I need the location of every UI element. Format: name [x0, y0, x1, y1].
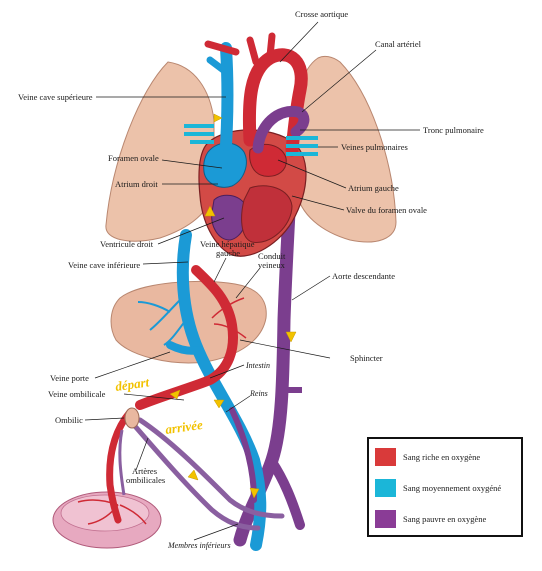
aorta-branch-1: [246, 36, 260, 66]
svc-branch: [206, 56, 230, 76]
superior-vena-cava: [220, 42, 234, 151]
flow-arrows: [169, 113, 297, 499]
label-ventricule-droit: Ventricule droit: [100, 239, 154, 249]
label-atrium-gauche: Atrium gauche: [348, 183, 399, 193]
pulmonary-vessels-left: [184, 124, 214, 144]
label-reins: Reins: [249, 389, 268, 398]
liver-vessels: [137, 299, 187, 346]
label-canal-arteriel: Canal artériel: [375, 39, 422, 49]
label-crosse-aortique: Crosse aortique: [295, 9, 348, 19]
label-veine-cave-inferieure: Veine cave inférieure: [68, 260, 140, 270]
label-aorte-descendante: Aorte descendante: [332, 271, 395, 281]
pulmonary-vessels-right: [286, 136, 318, 156]
umbilical-artery-2: [131, 422, 261, 531]
label-veine-hepatique-2: gauche: [216, 248, 240, 258]
label-ombilic: Ombilic: [55, 415, 83, 425]
placenta-vessels: [77, 499, 147, 525]
label-veine-cave-superieure: Veine cave supérieure: [18, 92, 93, 102]
leader-lines: [84, 21, 420, 541]
legend-swatch-red: [375, 448, 396, 466]
label-membres-inferieurs: Membres inférieurs: [167, 541, 231, 550]
inferior-vena-cava: [176, 229, 267, 551]
label-atrium-droit: Atrium droit: [115, 179, 158, 189]
label-veine-porte: Veine porte: [50, 373, 89, 383]
umbilical-cord-red: [106, 408, 134, 524]
left-lung: [105, 61, 215, 242]
label-arteres-2: ombilicales: [126, 475, 165, 485]
placenta-inner: [60, 494, 150, 532]
umbilical-artery-cord: [118, 429, 126, 496]
legend-swatch-blue: [375, 479, 396, 497]
label-valve-foramen-ovale: Valve du foramen ovale: [346, 205, 427, 215]
label-conduit-2: veineux: [258, 260, 286, 270]
legend: Sang riche en oxygène Sang moyennement o…: [367, 437, 523, 537]
pulmonary-trunk: [252, 105, 310, 154]
legend-item-medium: Sang moyennement oxygéné: [375, 478, 501, 498]
label-tronc-pulmonaire: Tronc pulmonaire: [423, 125, 484, 135]
label-foramen-ovale: Foramen ovale: [108, 153, 159, 163]
annotation-arrivee: arrivée: [164, 417, 203, 437]
aorta-branch-2: [266, 32, 276, 60]
legend-label-rich: Sang riche en oxygène: [403, 452, 481, 462]
label-veine-hepatique-1: Veine hépatique: [200, 239, 255, 249]
legend-label-medium: Sang moyennement oxygéné: [403, 483, 502, 493]
aorta-branch-right: [267, 457, 305, 530]
label-veine-ombilicale: Veine ombilicale: [48, 389, 106, 399]
portal-vein: [166, 341, 204, 355]
legend-item-rich: Sang riche en oxygène: [375, 447, 480, 467]
legend-label-poor: Sang pauvre en oxygène: [403, 514, 487, 524]
liver-arteries: [211, 297, 247, 339]
legend-swatch-purple: [375, 510, 396, 528]
label-veines-pulmonaires: Veines pulmonaires: [341, 142, 408, 152]
legend-item-poor: Sang pauvre en oxygène: [375, 509, 486, 529]
aorta-branch-3: [204, 40, 240, 56]
umbilical-artery-1: [137, 417, 285, 519]
left-ventricle: [241, 185, 293, 243]
umbilicus: [124, 407, 140, 429]
label-sphincter: Sphincter: [350, 353, 383, 363]
label-arteres-1: Artères: [132, 466, 157, 476]
label-intestin: Intestin: [245, 361, 270, 370]
annotation-depart: départ: [114, 374, 150, 394]
label-conduit-1: Conduit: [258, 251, 286, 261]
